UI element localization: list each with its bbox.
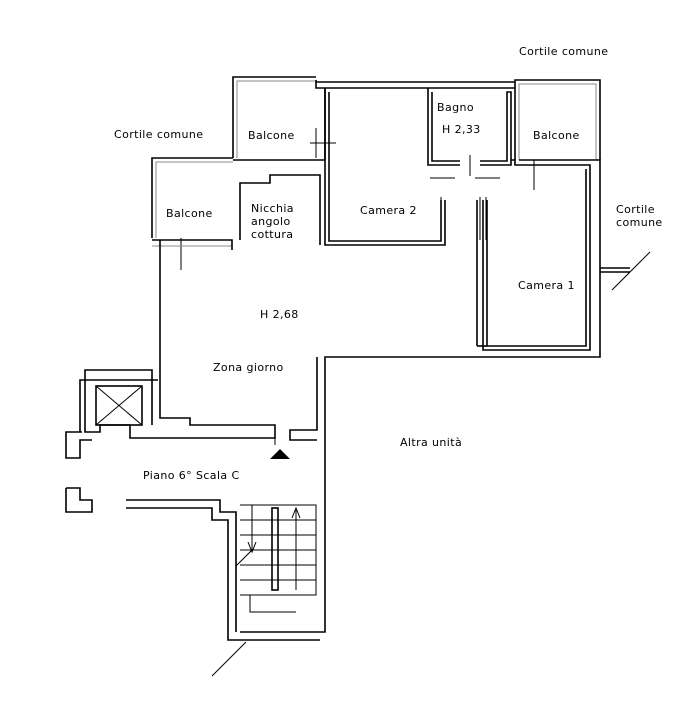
staircase bbox=[126, 449, 320, 677]
label-nicchia-3: cottura bbox=[251, 228, 293, 241]
label-nicchia-2: angolo bbox=[251, 215, 291, 228]
balcone-mid-outline bbox=[232, 76, 336, 158]
label-cortile-top-right: Cortile comune bbox=[519, 45, 608, 58]
label-altra-unita: Altra unità bbox=[400, 436, 462, 449]
label-balcone-mid: Balcone bbox=[248, 129, 295, 142]
label-piano: Piano 6° Scala C bbox=[143, 469, 240, 482]
label-balcone-right: Balcone bbox=[533, 129, 580, 142]
label-cortile-right-2: comune bbox=[616, 216, 663, 229]
label-main-height: H 2,68 bbox=[260, 308, 299, 321]
main-walls bbox=[129, 80, 651, 633]
label-zona-giorno: Zona giorno bbox=[213, 361, 284, 374]
label-camera-1: Camera 1 bbox=[518, 279, 575, 292]
label-cortile-right-1: Cortile bbox=[616, 203, 655, 216]
label-bagno: Bagno bbox=[437, 101, 474, 114]
elevator bbox=[65, 369, 158, 513]
label-camera-2: Camera 2 bbox=[360, 204, 417, 217]
label-cortile-left: Cortile comune bbox=[114, 128, 203, 141]
label-balcone-left: Balcone bbox=[166, 207, 213, 220]
label-nicchia-1: Nicchia bbox=[251, 202, 294, 215]
label-bagno-height: H 2,33 bbox=[442, 123, 481, 136]
